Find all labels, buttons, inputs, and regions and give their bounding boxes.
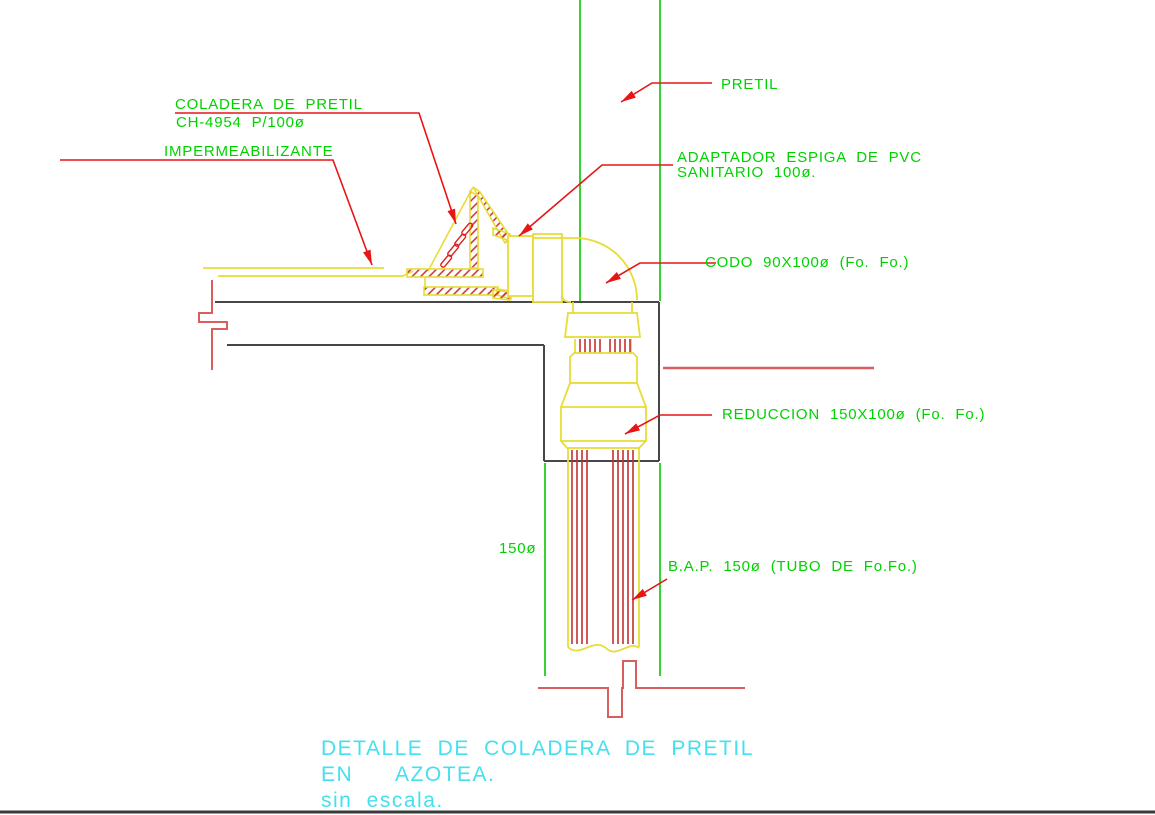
label-codo: CODO 90X100ø (Fo. Fo.) bbox=[705, 254, 910, 271]
pipe-stack bbox=[560, 312, 647, 653]
label-impermeabilizante: IMPERMEABILIZANTE bbox=[164, 143, 334, 160]
strainer-slots bbox=[440, 222, 474, 268]
drawing-title-line3: sin escala. bbox=[321, 789, 444, 812]
waterproofing-membrane bbox=[203, 267, 414, 277]
label-diametro-tubo: 150ø bbox=[499, 540, 537, 557]
drawing-title-line2: EN AZOTEA. bbox=[321, 763, 496, 786]
drain-coladera bbox=[406, 186, 513, 301]
pipe-hatch-lines bbox=[571, 450, 634, 644]
label-coladera-line1: COLADERA DE PRETIL bbox=[175, 96, 363, 113]
leader-lines bbox=[60, 82, 716, 601]
pretil-wall-lines bbox=[544, 0, 661, 676]
label-pretil: PRETIL bbox=[721, 76, 779, 93]
label-bap: B.A.P. 150ø (TUBO DE Fo.Fo.) bbox=[668, 558, 918, 575]
drawing-title-line1: DETALLE DE COLADERA DE PRETIL bbox=[321, 737, 754, 760]
pvc-adapter-and-elbow bbox=[507, 233, 638, 313]
label-reduccion: REDUCCION 150X100ø (Fo. Fo.) bbox=[722, 406, 986, 423]
break-symbols bbox=[198, 280, 874, 718]
label-adaptador-line2: SANITARIO 100ø. bbox=[677, 164, 817, 181]
slab-outline bbox=[215, 301, 660, 462]
label-coladera-line2: CH-4954 P/100ø bbox=[176, 114, 305, 131]
label-adaptador-line1: ADAPTADOR ESPIGA DE PVC bbox=[677, 149, 922, 166]
